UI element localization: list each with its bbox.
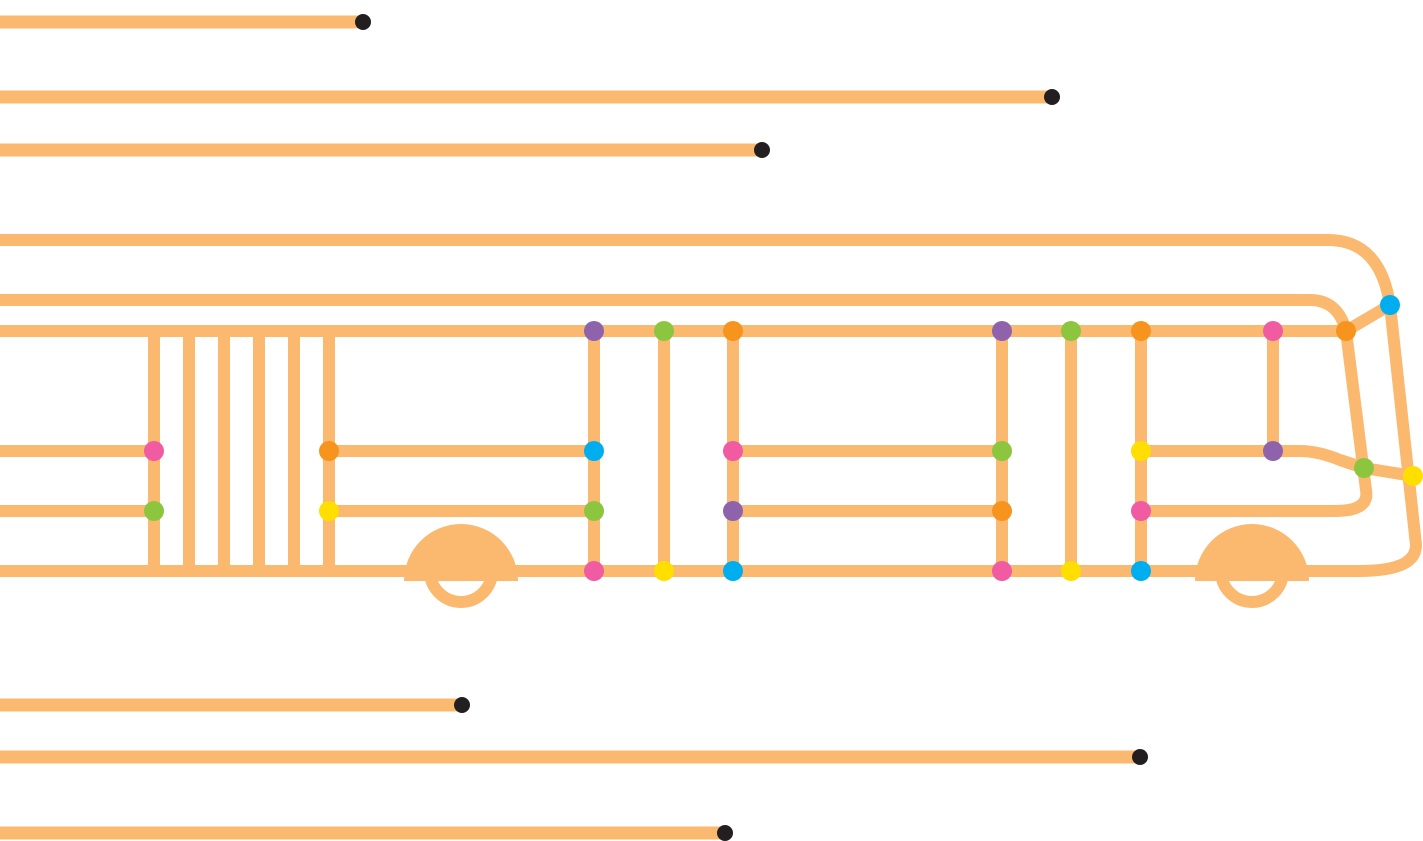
line-endpoint-dot: [454, 697, 470, 713]
bus-body: [0, 240, 1416, 571]
station-dot-blue: [1380, 295, 1400, 315]
station-dot-yellow: [1403, 466, 1423, 486]
station-dot-pink: [992, 561, 1012, 581]
front-wheel: [1195, 524, 1309, 602]
line-endpoint-dot: [355, 14, 371, 30]
station-dot-pink: [1131, 501, 1151, 521]
station-dot-blue: [723, 561, 743, 581]
line-endpoint-dot: [1044, 89, 1060, 105]
bus-window-top-line: [0, 305, 1390, 331]
station-dot-pink: [584, 561, 604, 581]
station-dot-pink: [723, 441, 743, 461]
station-dot-purple: [1263, 441, 1283, 461]
station-dot-purple: [584, 321, 604, 341]
bus-wheels: [404, 524, 1309, 602]
bus-front-pillar: [1335, 331, 1366, 511]
station-dot-orange: [992, 501, 1012, 521]
station-dot-blue: [1131, 561, 1151, 581]
station-dot-purple: [723, 501, 743, 521]
line-endpoint-dot: [754, 142, 770, 158]
station-dot-green: [584, 501, 604, 521]
line-endpoint-dot: [1132, 749, 1148, 765]
station-dot-green: [992, 441, 1012, 461]
speed-lines: [0, 22, 1140, 833]
station-dot-yellow: [654, 561, 674, 581]
station-dot-blue: [584, 441, 604, 461]
station-dot-pink: [144, 441, 164, 461]
bus-front-line: [1360, 305, 1416, 571]
station-dot-pink: [1263, 321, 1283, 341]
station-dot-yellow: [319, 501, 339, 521]
rear-wheel: [404, 524, 518, 602]
station-dot-orange: [1131, 321, 1151, 341]
station-dot-yellow: [1131, 441, 1151, 461]
station-dot-orange: [319, 441, 339, 461]
line-endpoint-dot: [717, 825, 733, 841]
station-dot-green: [654, 321, 674, 341]
station-dot-orange: [723, 321, 743, 341]
station-dot-green: [144, 501, 164, 521]
speed-line-endpoints: [355, 14, 1148, 841]
station-dot-yellow: [1061, 561, 1081, 581]
station-dot-green: [1061, 321, 1081, 341]
station-dot-purple: [992, 321, 1012, 341]
station-dot-green: [1354, 458, 1374, 478]
station-dot-orange: [1336, 321, 1356, 341]
